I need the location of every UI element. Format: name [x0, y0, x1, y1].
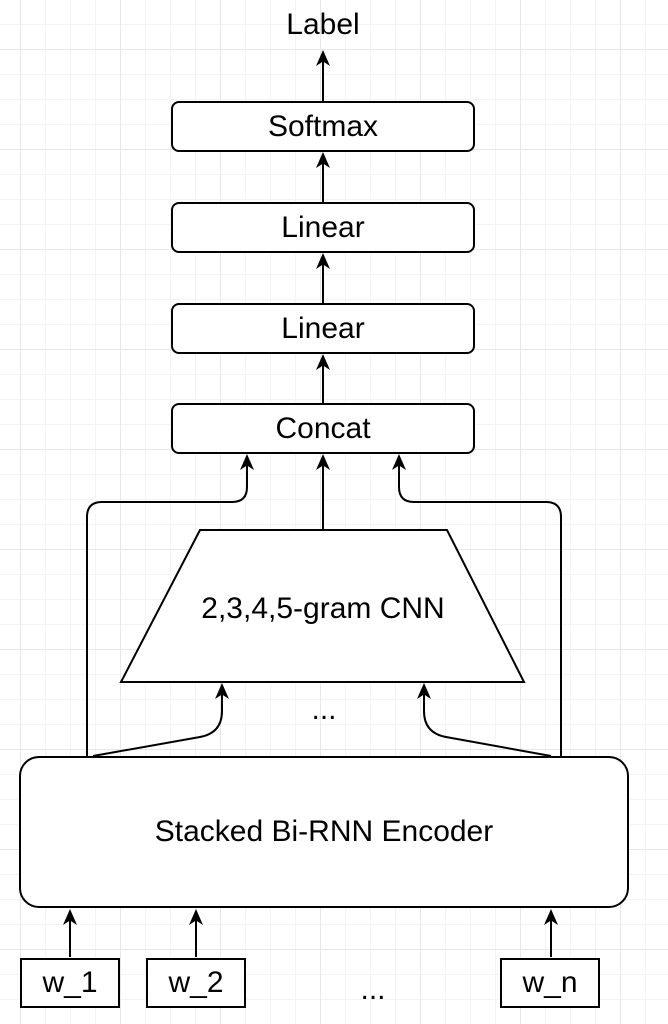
input-node-wn: w_n — [500, 958, 600, 1008]
softmax-node: Softmax — [171, 101, 475, 152]
linear-node-2: Linear — [171, 303, 475, 354]
word-inputs-ellipsis: ... — [360, 973, 386, 1006]
output-label: Label — [286, 8, 360, 41]
arrow-encoder-to-cnn-right — [417, 683, 552, 757]
input-node-w1: w_1 — [20, 958, 120, 1008]
input-node-w2: w_2 — [146, 958, 246, 1008]
concat-node: Concat — [171, 403, 475, 454]
linear-node-1: Linear — [171, 202, 475, 253]
ngram-cnn-label: 2,3,4,5-gram CNN — [201, 592, 445, 625]
cnn-inputs-ellipsis: ... — [311, 693, 337, 726]
encoder-node: Stacked Bi-RNN Encoder — [19, 756, 629, 908]
arrow-encoder-to-cnn-left — [92, 683, 229, 757]
